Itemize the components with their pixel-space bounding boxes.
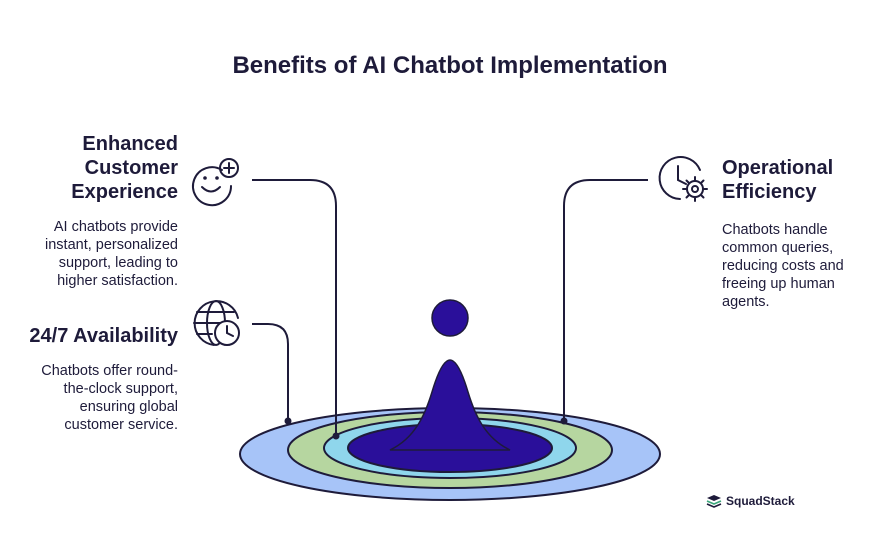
benefit-enhanced-heading: Enhanced Customer Experience [38, 132, 178, 204]
body-line: AI chatbots provide [53, 219, 178, 235]
heading-line: Customer [84, 157, 178, 179]
page-title: Benefits of AI Chatbot Implementation [232, 52, 668, 79]
benefit-availability-heading: 24/7 Availability [29, 325, 178, 347]
body-line: reducing costs and [722, 258, 844, 274]
connector-dot-availability [284, 417, 292, 425]
connector-availability [252, 323, 289, 421]
squadstack-logo-icon [706, 495, 722, 508]
benefit-operational-heading: Operational Efficiency [722, 156, 872, 204]
heading-line: Efficiency [722, 181, 817, 203]
body-line: Chatbots handle [722, 222, 828, 238]
figure-head [431, 299, 469, 337]
heading-line: Enhanced [82, 133, 178, 155]
figure-body [389, 359, 511, 451]
body-line: agents. [722, 294, 770, 310]
body-line: customer service. [64, 417, 178, 433]
connector-operational [563, 179, 648, 421]
body-line: ensuring global [79, 399, 178, 415]
brand-logo: SquadStack [706, 494, 795, 508]
globe-clock-icon [193, 300, 240, 346]
connector-dot-operational [560, 417, 568, 425]
benefit-enhanced-description: AI chatbots provide instant, personalize… [18, 218, 178, 290]
body-line: freeing up human [722, 276, 835, 292]
body-line: instant, personalized [45, 237, 178, 253]
body-line: common queries, [722, 240, 834, 256]
body-line: higher satisfaction. [57, 273, 178, 289]
benefit-operational-description: Chatbots handle common queries, reducing… [722, 221, 872, 311]
connector-dot-enhanced [332, 432, 340, 440]
benefit-availability-description: Chatbots offer round- the-clock support,… [18, 362, 178, 434]
smiley-plus-icon [192, 158, 239, 207]
connector-enhanced-experience [252, 179, 337, 436]
heading-line: Operational [722, 157, 834, 179]
clock-gear-icon [658, 156, 708, 202]
body-line: the-clock support, [63, 381, 178, 397]
heading-line: Experience [71, 181, 178, 203]
brand-name: SquadStack [726, 494, 795, 508]
body-line: Chatbots offer round- [41, 363, 178, 379]
body-line: support, leading to [58, 255, 178, 271]
